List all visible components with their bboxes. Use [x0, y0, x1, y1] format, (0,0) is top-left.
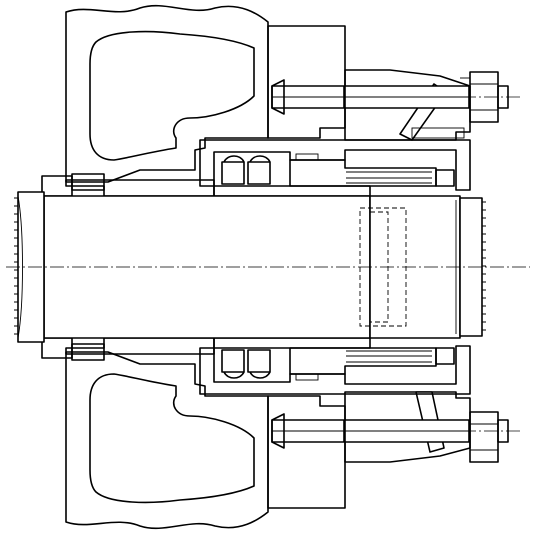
end-cover-bottom: [344, 391, 471, 463]
seal-assembly-bottom: [199, 345, 471, 395]
hex-bolt-bottom: [469, 411, 509, 463]
flange-ring-bottom: [267, 395, 346, 509]
center-lines: [6, 96, 530, 432]
housing-top: [65, 4, 269, 183]
housing-bottom: [65, 351, 269, 530]
end-cover-top: [344, 69, 471, 141]
flange-ring-top: [267, 25, 346, 139]
